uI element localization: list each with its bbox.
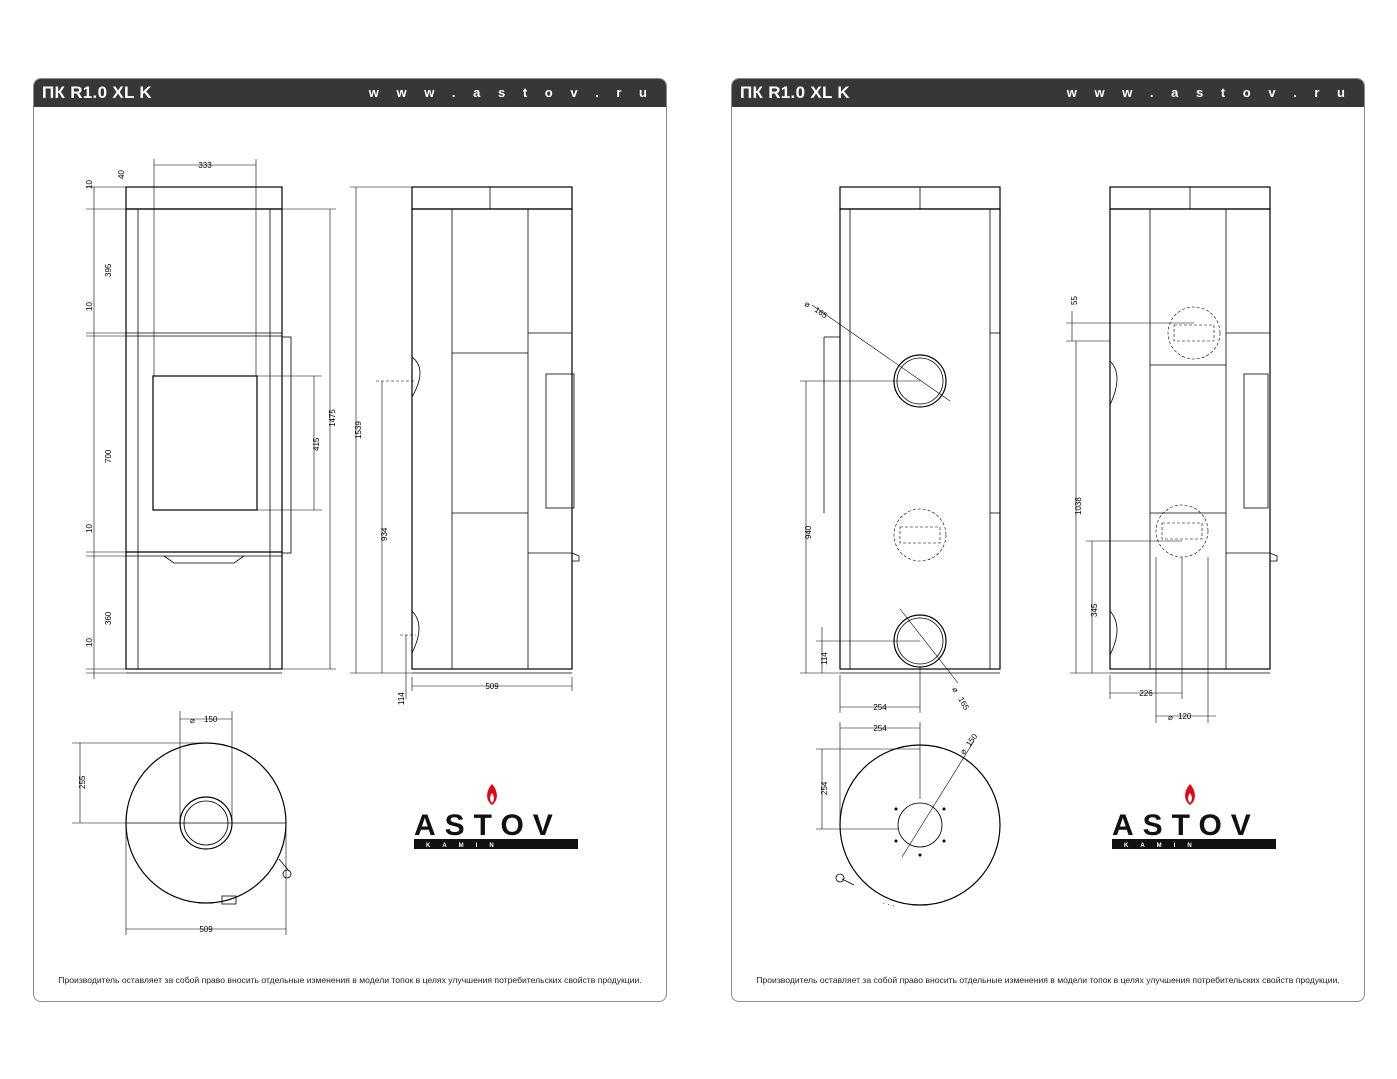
top-outlet-hidden (1167, 306, 1221, 360)
sheet-header: ПК R1.0 XL K w w w . a s t o v . r u (34, 79, 666, 107)
middle-outlet-hidden (893, 508, 947, 562)
dim-side-dia-120: 120 (1178, 712, 1192, 721)
sheet-header: ПК R1.0 XL K w w w . a s t o v . r u (732, 79, 1364, 107)
dim-plan-width: 509 (199, 925, 213, 934)
logo-sub: KAMIN (426, 843, 506, 849)
dim-firebox: 700 (104, 449, 113, 463)
dim-side-outlet: 934 (380, 527, 389, 541)
plan-flue (897, 802, 943, 848)
dim-glass: 415 (312, 437, 321, 451)
front-view: 333 10 40 395 10 700 10 360 10 415 (85, 159, 337, 679)
astov-logo: ASTOV KAMIN (414, 784, 578, 849)
back-dia-symbol-bottom: ⌀ (950, 686, 960, 695)
dim-total-height: 1539 (354, 421, 363, 439)
dim-back-254: 254 (873, 703, 887, 712)
plan-marks: · · · (881, 898, 895, 910)
dim-side-1038: 1038 (1074, 497, 1083, 515)
dim-gap-a: 10 (85, 302, 94, 311)
front-top-plate (125, 186, 283, 210)
technical-drawing-left: 333 10 40 395 10 700 10 360 10 415 (72, 159, 580, 935)
side-view: 1539 934 114 509 (350, 186, 580, 705)
technical-drawing-right: ⌀ 165 940 114 ⌀ 165 254 (800, 186, 1278, 910)
dim-side-345: 345 (1090, 603, 1099, 617)
model-title: ПК R1.0 XL K (42, 83, 152, 102)
dim-plan-offset: 255 (78, 775, 87, 789)
dim-plan-254-v: 254 (820, 781, 829, 795)
front-body (125, 208, 283, 670)
dim-back-114: 114 (820, 652, 829, 665)
dim-gap-c: 10 (85, 638, 94, 647)
sheet-front-side-plan: ПК R1.0 XL K w w w . a s t o v . r u 333 (33, 78, 667, 1002)
side-body (411, 208, 573, 670)
dim-top-10: 10 (85, 180, 94, 189)
dim-plan-diameter: 150 (204, 715, 218, 724)
dim-back-940: 940 (804, 525, 813, 539)
dim-total-inner: 1475 (328, 409, 337, 427)
back-body (839, 208, 1001, 670)
dim-top-40: 40 (117, 170, 126, 179)
door-handle-bar (281, 336, 292, 554)
dim-side-base: 114 (397, 692, 406, 705)
dim-upper-panel: 395 (104, 263, 113, 277)
dim-side-226: 226 (1139, 689, 1153, 698)
front-glass-door (152, 375, 258, 511)
model-title: ПК R1.0 XL K (740, 83, 850, 102)
side-top-plate (411, 186, 573, 210)
plan-dia-symbol: ⌀ (190, 716, 195, 725)
logo-word: ASTOV (414, 809, 562, 842)
plan-dia-symbol: ⌀ (958, 747, 968, 756)
dim-plan-254-h: 254 (873, 724, 887, 733)
side-body (1109, 208, 1271, 670)
dim-top-width: 333 (198, 161, 212, 170)
website-url[interactable]: w w w . a s t o v . r u (1066, 85, 1352, 100)
disclaimer-note: Производитель оставляет за собой право в… (756, 975, 1340, 985)
website-url[interactable]: w w w . a s t o v . r u (368, 85, 654, 100)
dim-gap-b: 10 (85, 524, 94, 533)
back-dia-symbol-top: ⌀ (803, 299, 812, 309)
dim-side-55: 55 (1070, 296, 1079, 305)
logo-word: ASTOV (1112, 809, 1260, 842)
dim-plan-dia-150: 150 (964, 732, 979, 749)
plan-view-outlets: · · · 254 254 ⌀ 150 (816, 722, 1001, 910)
plan-view: ⌀ 150 255 509 (72, 711, 292, 935)
back-view: ⌀ 165 940 114 ⌀ 165 254 (800, 186, 1001, 713)
dim-lower-panel: 360 (104, 611, 113, 625)
dim-dia-top: 165 (813, 305, 830, 320)
dim-side-depth: 509 (485, 682, 499, 691)
astov-logo: ASTOV KAMIN (1112, 784, 1276, 849)
logo-sub: KAMIN (1124, 843, 1204, 849)
sheet-back-side-plan: ПК R1.0 XL K w w w . a s t o v . r u ⌀ (731, 78, 1365, 1002)
side-dia-symbol: ⌀ (1168, 713, 1173, 722)
dim-dia-bottom: 165 (956, 696, 971, 713)
disclaimer-note: Производитель оставляет за собой право в… (58, 975, 642, 985)
side-view-outlets: 55 1038 345 226 ⌀ 120 (1066, 186, 1278, 723)
